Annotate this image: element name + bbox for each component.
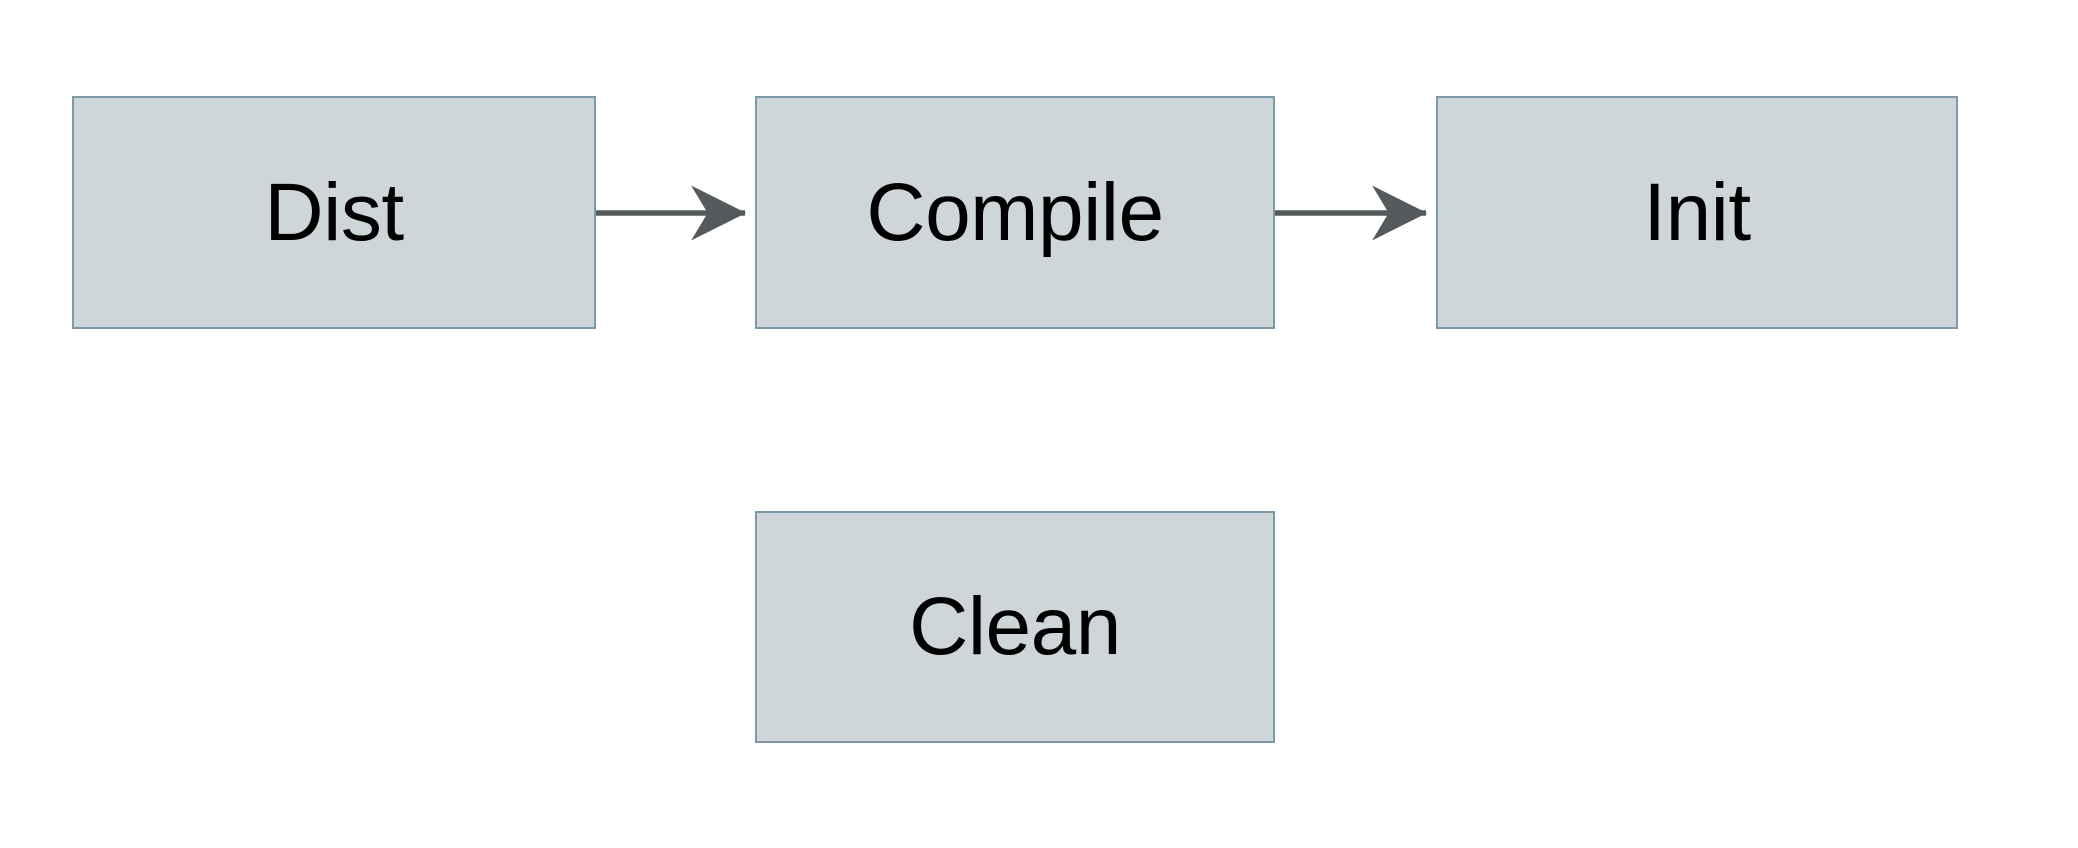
node-compile[interactable]: Compile: [755, 96, 1275, 329]
node-init-label: Init: [1643, 166, 1751, 258]
node-dist[interactable]: Dist: [72, 96, 596, 329]
node-init[interactable]: Init: [1436, 96, 1958, 329]
node-clean[interactable]: Clean: [755, 511, 1275, 743]
node-compile-label: Compile: [866, 166, 1164, 258]
node-dist-label: Dist: [264, 166, 404, 258]
node-clean-label: Clean: [909, 581, 1121, 672]
